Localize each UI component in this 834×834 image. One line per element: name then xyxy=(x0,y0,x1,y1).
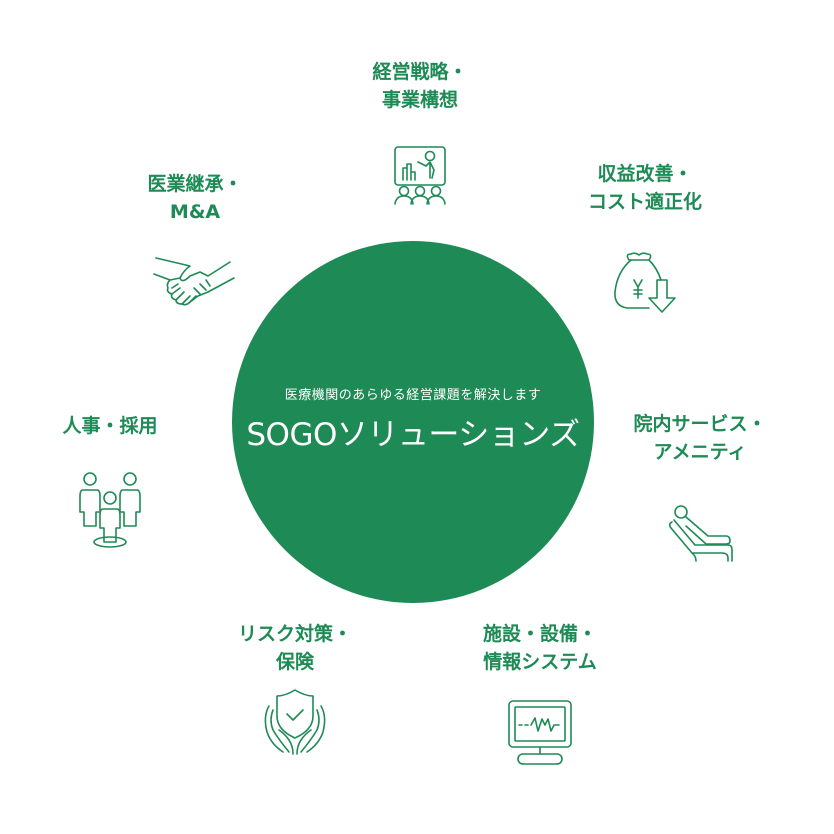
node-label-line2: コスト適正化 xyxy=(587,191,702,213)
node-label-line1: 院内サービス・ xyxy=(633,413,767,435)
node-label-line2: 事業構想 xyxy=(381,89,458,111)
node-label-line1: 人事・採用 xyxy=(62,415,158,437)
node-label-line1: 収益改善・ xyxy=(597,163,693,185)
node-succession: 医業継承・ M&A xyxy=(115,170,275,314)
node-label-line2: 保険 xyxy=(275,651,314,673)
node-label-line2: アメニティ xyxy=(653,441,747,463)
presentation-icon xyxy=(394,146,446,205)
node-strategy: 経営戦略・ 事業構想 xyxy=(340,58,500,210)
people-group-icon xyxy=(79,472,141,548)
brand-logo-text: SOGOソリューションズ xyxy=(246,417,580,453)
node-label-line1: 施設・設備・ xyxy=(482,623,597,645)
node-facility: 施設・設備・ 情報システム xyxy=(455,620,625,768)
reclining-chair-icon xyxy=(668,505,733,562)
shield-hands-icon xyxy=(264,689,326,755)
node-label-line1: 医業継承・ xyxy=(147,173,243,195)
node-label-line1: 経営戦略・ xyxy=(372,61,468,83)
node-label-line2: M&A xyxy=(169,201,221,223)
center-circle: 医療機関のあらゆる経営課題を解決します SOGOソリューションズ xyxy=(232,241,594,603)
node-hr: 人事・採用 xyxy=(45,412,175,550)
money-bag-down-icon xyxy=(614,252,676,313)
node-label-line1: リスク対策・ xyxy=(237,623,352,645)
tagline: 医療機関のあらゆる経営課題を解決します xyxy=(284,388,542,403)
node-risk: リスク対策・ 保険 xyxy=(210,620,380,758)
monitor-heartbeat-icon xyxy=(508,700,572,765)
handshake-icon xyxy=(153,257,235,306)
node-label-line2: 情報システム xyxy=(483,651,597,673)
node-revenue: 収益改善・ コスト適正化 xyxy=(560,160,730,320)
node-amenity: 院内サービス・ アメニティ xyxy=(610,410,790,562)
